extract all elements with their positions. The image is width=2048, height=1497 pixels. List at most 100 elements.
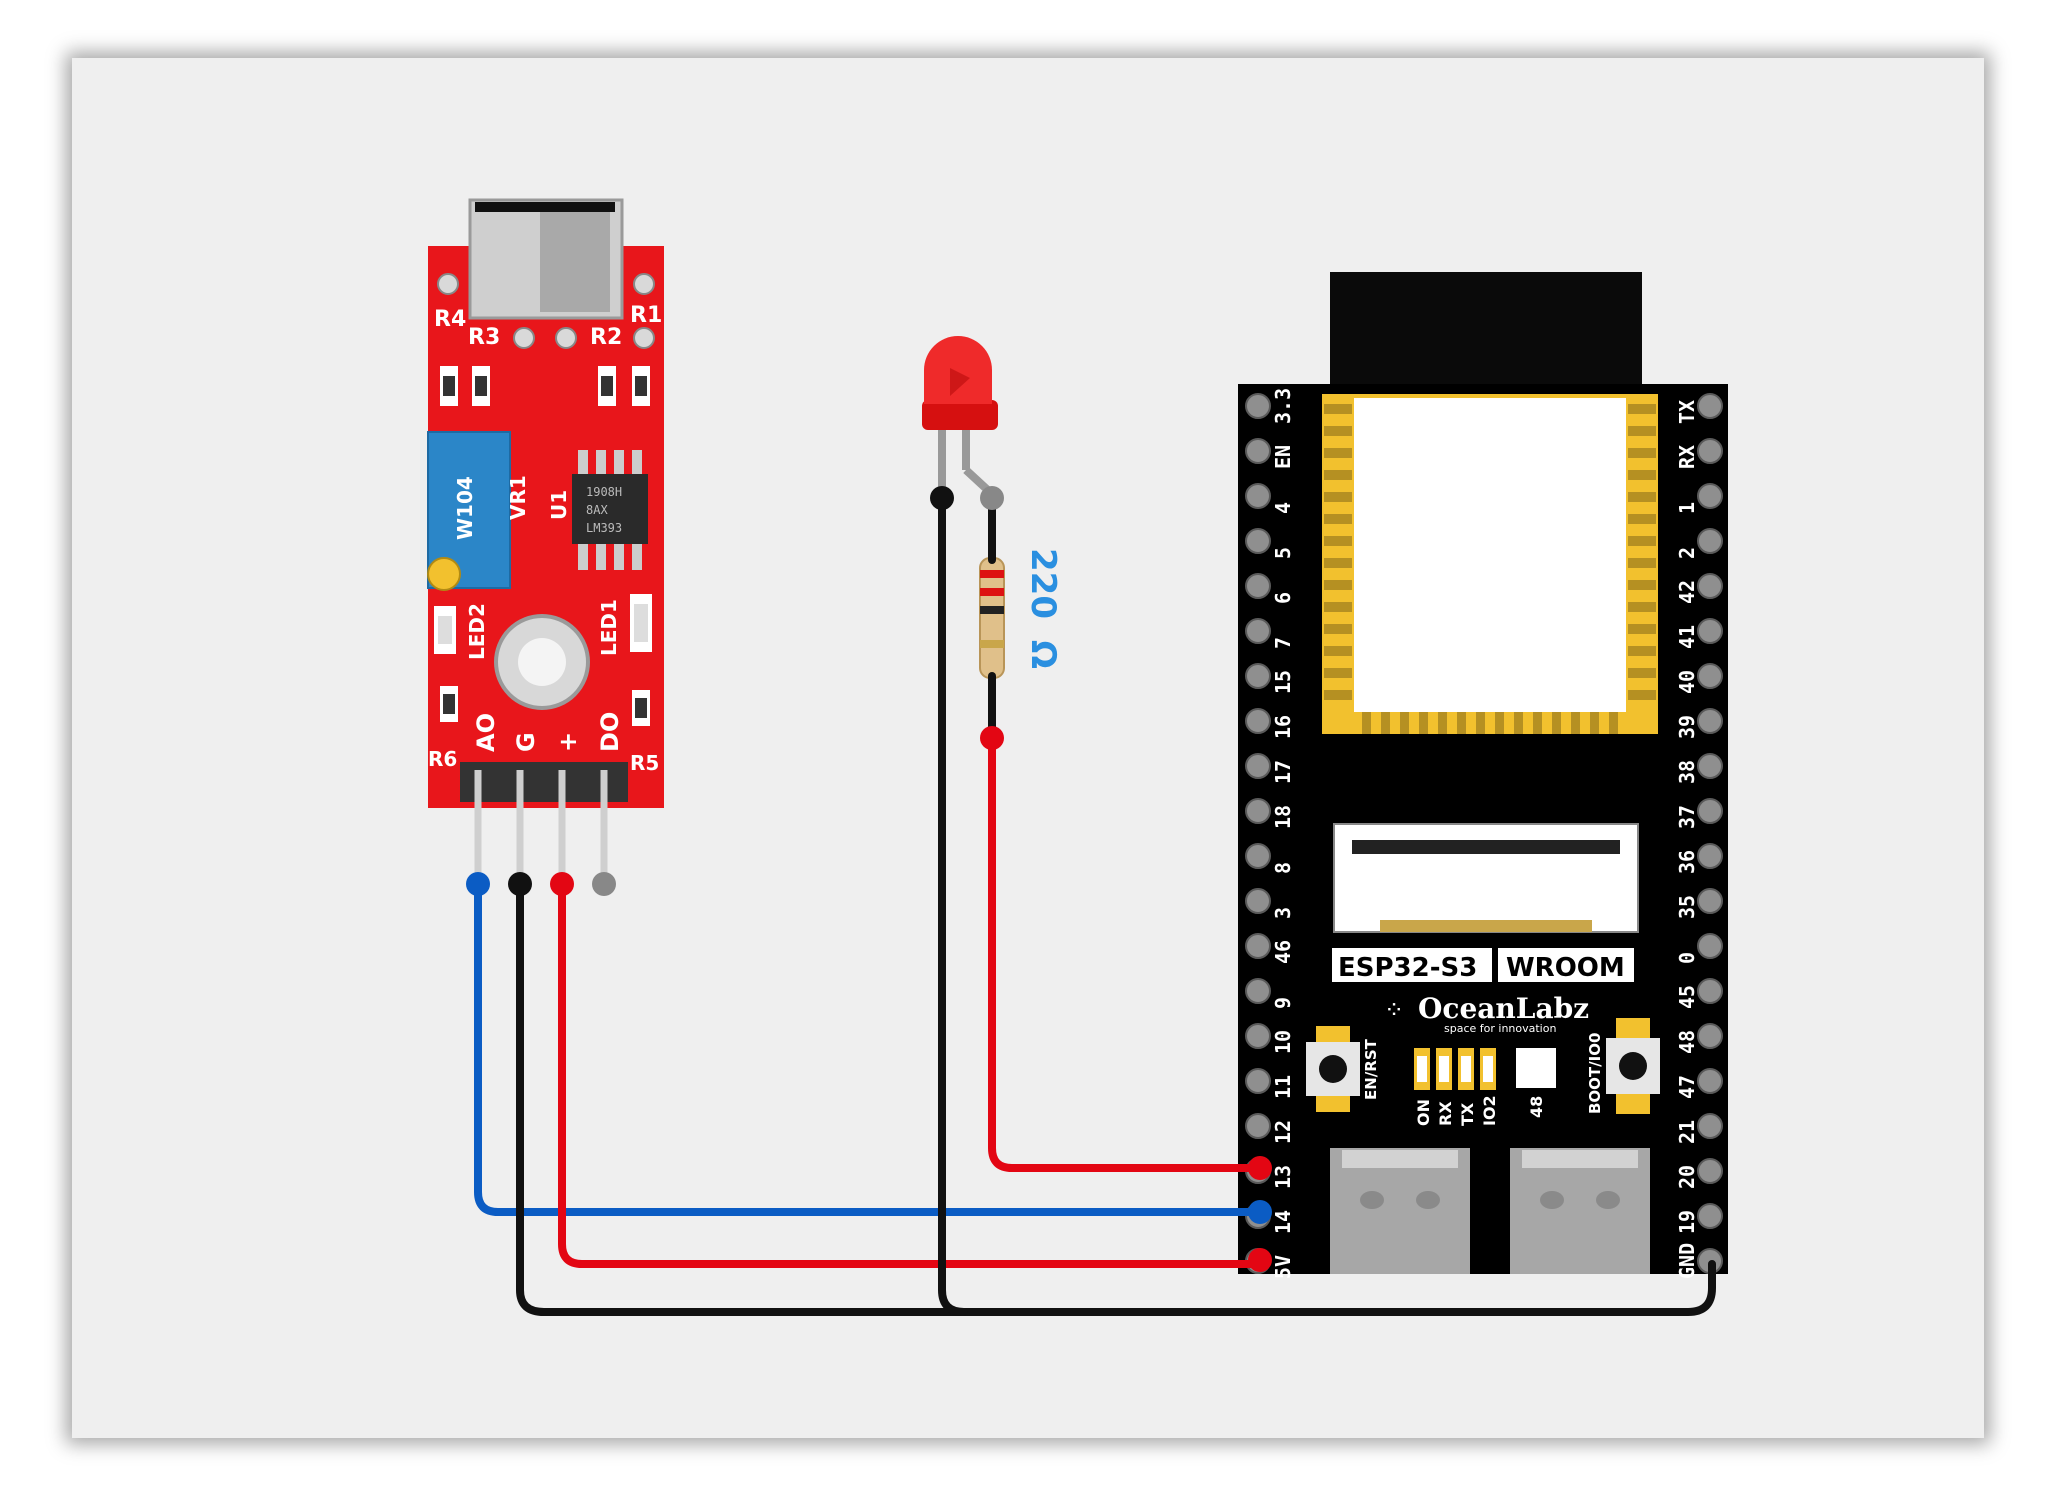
- esp-pin-right[interactable]: 39: [1675, 708, 1723, 739]
- ref-led2: LED2: [465, 603, 489, 660]
- led-label-rx: RX: [1436, 1101, 1455, 1126]
- trim-screw-icon: [427, 557, 461, 591]
- esp-pin-label: 17: [1271, 760, 1295, 784]
- esp-pin-right[interactable]: 0: [1675, 933, 1723, 964]
- esp-pin-label: EN: [1271, 445, 1295, 469]
- esp-pin-right[interactable]: 41: [1675, 618, 1723, 649]
- oceanlabz-logo-icon: ⁘: [1384, 996, 1404, 1024]
- usb-c-port[interactable]: [1330, 1148, 1470, 1274]
- esp-pin-left[interactable]: 17: [1245, 753, 1295, 784]
- esp-pin-label: 1: [1675, 502, 1699, 514]
- ic-marking: LM393: [586, 521, 622, 535]
- brand-tagline: space for innovation: [1444, 1022, 1556, 1035]
- ref-led1: LED1: [597, 599, 621, 656]
- esp-pin-label: 38: [1675, 760, 1699, 784]
- boot-button[interactable]: [1606, 1018, 1660, 1114]
- esp-pin-left[interactable]: 12: [1245, 1113, 1295, 1144]
- antenna-block: [1330, 272, 1642, 398]
- resistor-220: [979, 557, 1005, 679]
- esp-pin-label: 7: [1271, 637, 1295, 649]
- usb-c-port[interactable]: [1510, 1148, 1650, 1274]
- esp-pin-label: 6: [1271, 592, 1295, 604]
- reset-button[interactable]: [1306, 1026, 1360, 1112]
- esp-pin-label: 5: [1271, 547, 1295, 559]
- ref-r4: R4: [434, 307, 466, 332]
- esp-pin-right[interactable]: 21: [1675, 1113, 1723, 1144]
- ic-marking: 1908H: [586, 485, 622, 499]
- esp-pin-right[interactable]: 19: [1675, 1203, 1723, 1234]
- esp-pin-label: 40: [1675, 670, 1699, 694]
- esp-pin-left[interactable]: 16: [1245, 708, 1295, 739]
- pin-header: [460, 762, 628, 802]
- esp-pin-left[interactable]: 18: [1245, 798, 1295, 829]
- esp-pin-left[interactable]: EN: [1245, 438, 1295, 469]
- esp-pin-left[interactable]: 3.3: [1245, 388, 1295, 424]
- indicator-led: [434, 594, 652, 654]
- esp-pin-left[interactable]: 9: [1245, 978, 1295, 1009]
- esp-pin-right[interactable]: 47: [1675, 1068, 1723, 1099]
- esp-pin-left[interactable]: 5: [1245, 528, 1295, 559]
- esp-pin-label: 41: [1675, 625, 1699, 649]
- esp-pin-left[interactable]: 15: [1245, 663, 1295, 694]
- pin-label-do: DO: [596, 712, 624, 752]
- esp-pin-left[interactable]: 6: [1245, 573, 1295, 604]
- esp-pin-label: 10: [1271, 1030, 1295, 1054]
- esp-pin-left[interactable]: 10: [1245, 1023, 1295, 1054]
- smd-resistor: [440, 366, 650, 406]
- esp-pin-right[interactable]: 40: [1675, 663, 1723, 694]
- esp-pin-label: 5V: [1271, 1255, 1295, 1279]
- esp-pin-right[interactable]: 45: [1675, 978, 1723, 1009]
- pin-label-ao: AO: [472, 713, 500, 752]
- chip-label: ESP32-S3: [1338, 953, 1477, 983]
- esp-pin-label: 36: [1675, 850, 1699, 874]
- esp-pin-right[interactable]: 1: [1675, 483, 1723, 514]
- pin-label-g: G: [512, 732, 540, 752]
- wire-resistor-to-gpio13: [988, 734, 1264, 1172]
- esp-pin-right[interactable]: 2: [1675, 528, 1723, 559]
- led-label-io2: IO2: [1480, 1095, 1499, 1126]
- esp-pin-right[interactable]: 37: [1675, 798, 1723, 829]
- module-label: WROOM: [1506, 953, 1625, 983]
- potentiometer: W104: [427, 431, 511, 591]
- brand-name: OceanLabz: [1418, 992, 1589, 1025]
- esp-pin-left[interactable]: 11: [1245, 1068, 1295, 1099]
- button-cap-icon: [1619, 1052, 1647, 1080]
- boot-label: BOOT/IO0: [1586, 1033, 1604, 1114]
- esp-pin-right[interactable]: RX: [1675, 438, 1723, 469]
- comparator-ic: 1908H 8AX LM393: [572, 450, 648, 570]
- esp-pin-right[interactable]: 42: [1675, 573, 1723, 604]
- wire-gnd-to-gnd: [516, 880, 1716, 1316]
- esp-pin-label: 8: [1271, 862, 1295, 874]
- pin-label-plus: +: [554, 732, 582, 752]
- sound-sensor-module: R4 R3 R2 R1 W104 VR1 U1 1908H 8AX LM393: [427, 198, 664, 878]
- ref-r2: R2: [590, 325, 622, 350]
- mounting-hole: [633, 273, 655, 295]
- esp-pin-right[interactable]: 20: [1675, 1158, 1723, 1189]
- esp-pin-right[interactable]: 48: [1675, 1023, 1723, 1054]
- rgb-led: [1516, 1048, 1556, 1088]
- esp-pin-left[interactable]: 46: [1245, 933, 1295, 964]
- esp-pin-right[interactable]: TX: [1675, 393, 1723, 424]
- esp-pin-right[interactable]: 36: [1675, 843, 1723, 874]
- esp-pin-left[interactable]: 7: [1245, 618, 1295, 649]
- led-label-on: ON: [1414, 1099, 1433, 1126]
- pot-marking: W104: [453, 476, 477, 540]
- wire-vcc-to-5v: [558, 880, 1264, 1268]
- esp-pin-label: 46: [1271, 940, 1295, 964]
- esp-pin-left[interactable]: 3: [1245, 888, 1295, 919]
- esp-pin-label: 37: [1675, 805, 1699, 829]
- red-led: [922, 336, 998, 497]
- esp-pin-left[interactable]: 8: [1245, 843, 1295, 874]
- esp-pin-right[interactable]: 35: [1675, 888, 1723, 919]
- esp-pin-label: 20: [1675, 1165, 1699, 1189]
- esp-pin-label: 35: [1675, 895, 1699, 919]
- ref-r6: R6: [428, 747, 457, 771]
- ref-u1: U1: [547, 490, 571, 520]
- esp-pin-right[interactable]: 38: [1675, 753, 1723, 784]
- esp-pin-label: 14: [1271, 1210, 1295, 1234]
- esp-pin-left[interactable]: 4: [1245, 483, 1295, 514]
- chip-label-box: [1332, 948, 1492, 982]
- led-label-tx: TX: [1458, 1102, 1477, 1126]
- esp-pin-label: 13: [1271, 1165, 1295, 1189]
